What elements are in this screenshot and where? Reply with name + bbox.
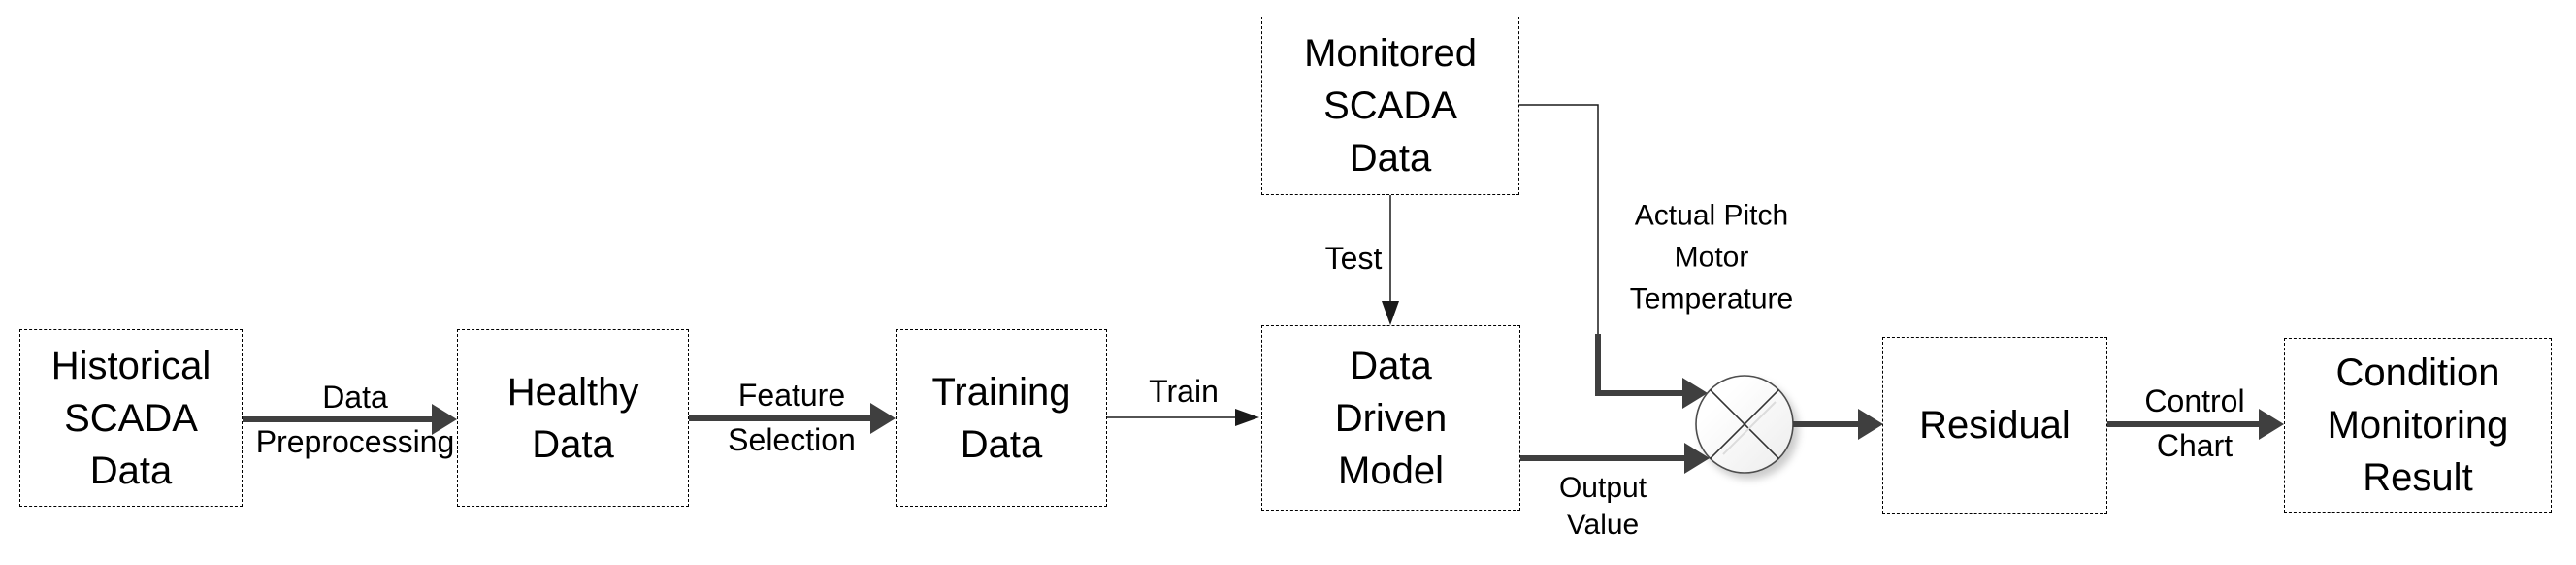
edge-data-preprocessing <box>243 404 457 435</box>
node-training-data: Training Data <box>896 329 1107 507</box>
node-residual: Residual <box>1882 337 2107 514</box>
arrow-head <box>1858 409 1883 440</box>
edge-feature-selection <box>689 403 896 434</box>
edge-residual-in <box>1793 409 1883 440</box>
edge-control-chart <box>2107 409 2284 440</box>
node-data-driven-model: Data Driven Model <box>1261 325 1520 511</box>
edge-actual-pitch-temperature <box>1519 104 1708 409</box>
edge-output-value <box>1520 443 1710 474</box>
node-label: Training Data <box>931 370 1071 466</box>
node-label: Data Driven Model <box>1334 344 1448 492</box>
edge-label-output-value: Output Value <box>1558 472 1647 541</box>
edge-label-test: Test <box>1324 241 1383 276</box>
edge-train <box>1107 409 1259 426</box>
node-condition-monitoring-result: Condition Monitoring Result <box>2284 338 2552 513</box>
node-monitored-scada-data: Monitored SCADA Data <box>1261 17 1519 195</box>
arrow-head <box>1682 378 1708 409</box>
node-label: Residual <box>1919 404 2071 447</box>
node-label: Condition Monitoring Result <box>2327 351 2509 499</box>
edge-label-actual-pitch-motor-temperature: Actual Pitch Motor Temperature <box>1629 199 1794 316</box>
arrow-line <box>1595 334 1684 396</box>
arrow-head <box>1382 301 1399 325</box>
edge-label-train: Train <box>1149 374 1219 409</box>
junction-highlight <box>1722 401 1777 455</box>
edge-label-feature-selection: Feature Selection <box>728 378 856 457</box>
arrow-head <box>1684 443 1710 474</box>
comparison-junction <box>1695 375 1794 474</box>
node-historical-scada-data: Historical SCADA Data <box>19 329 243 507</box>
edge-test <box>1382 195 1399 325</box>
node-healthy-data: Healthy Data <box>457 329 689 507</box>
arrow-head <box>2259 409 2284 440</box>
edge-label-data-preprocessing: Data Preprocessing <box>255 380 455 459</box>
arrow-head <box>432 404 457 435</box>
arrow-head <box>1235 409 1259 426</box>
arrow-head <box>870 403 896 434</box>
node-label: Monitored SCADA Data <box>1304 32 1477 180</box>
node-label: Healthy Data <box>506 370 639 466</box>
node-label: Historical SCADA Data <box>50 344 212 492</box>
wire-elbow <box>1519 104 1599 336</box>
junction-cross-line <box>1710 389 1779 459</box>
edge-label-control-chart: Control Chart <box>2144 383 2245 463</box>
